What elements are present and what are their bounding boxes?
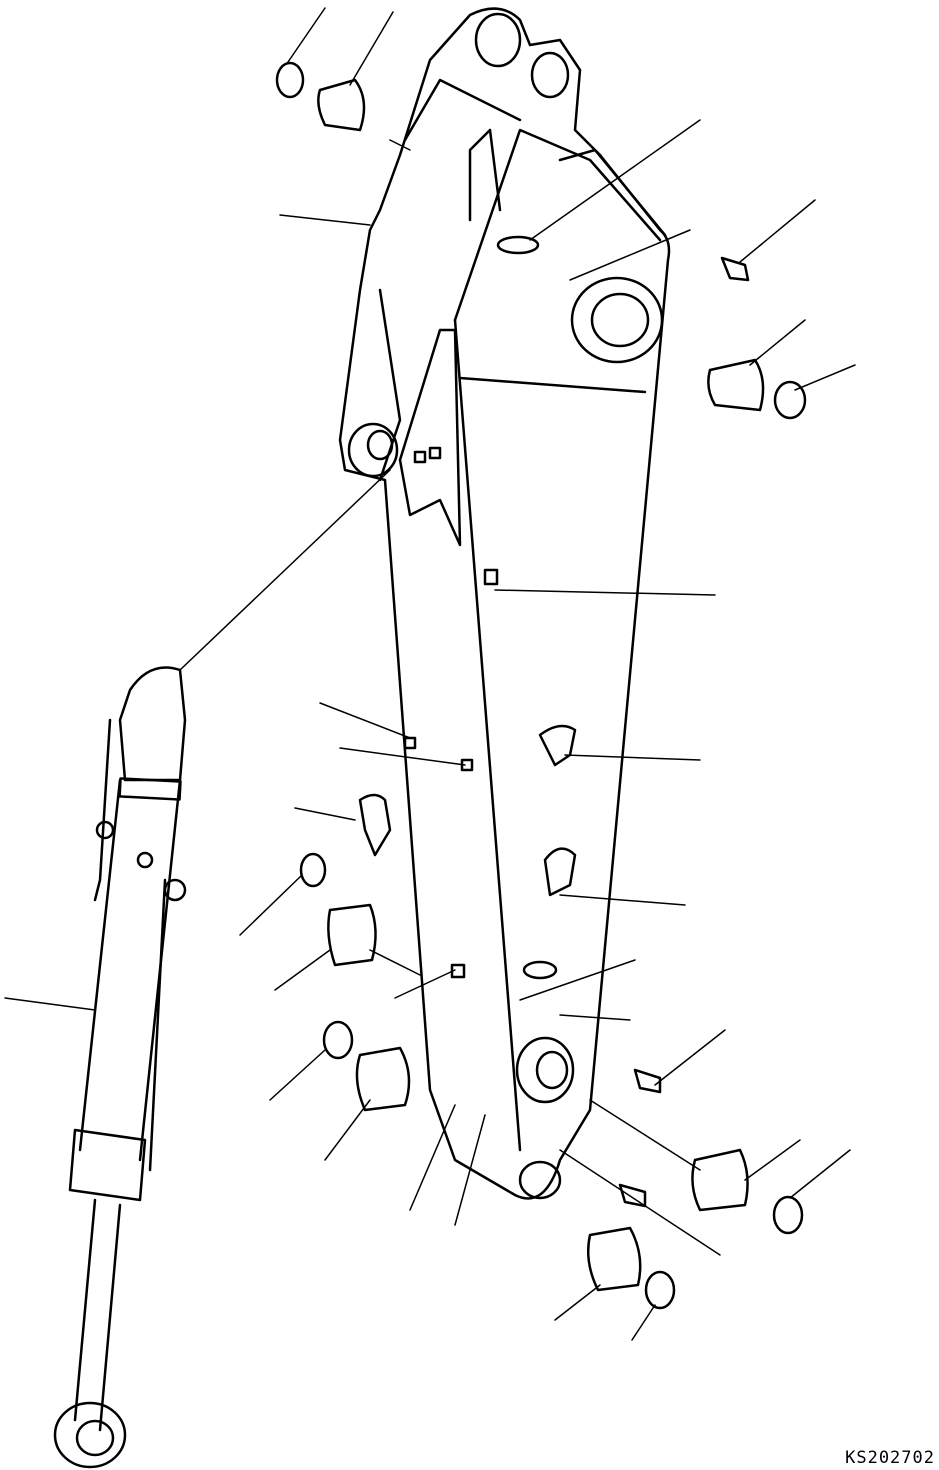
loose-parts (275, 61, 807, 1310)
leader-lines (4, 7, 856, 1341)
arm-body (338, 7, 671, 1200)
hydraulic-cylinder (53, 666, 187, 1469)
drawing-reference-code: KS202702 (845, 1448, 935, 1468)
